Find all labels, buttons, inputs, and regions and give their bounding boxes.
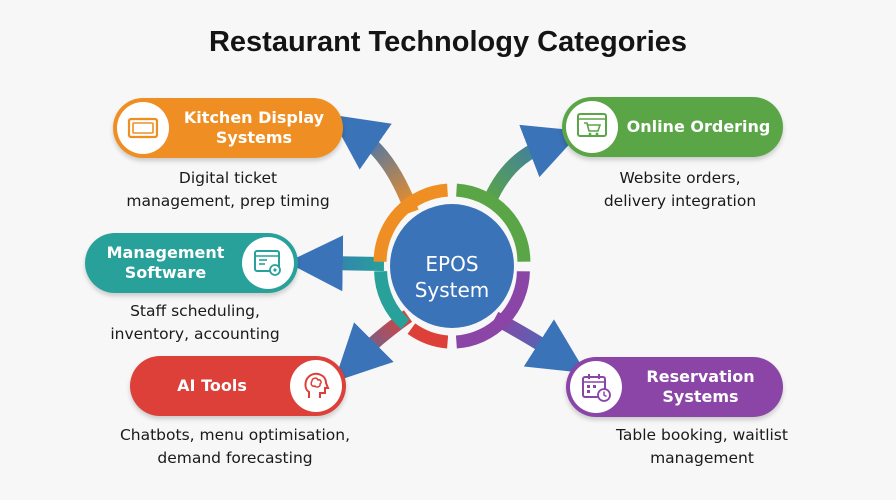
arrow-to-online-ordering [481,124,582,208]
online-ordering-desc-line2: delivery integration [603,192,757,210]
reservation-systems-desc-line2: management [650,449,754,467]
hub-ring-segment-purple [455,270,530,349]
reservation-systems-description: Table booking, waitlist management [582,424,822,470]
online-ordering-label-line1: Online Ordering [626,117,771,136]
reservation-systems-label-line1: Reservation [646,367,755,386]
monitor-icon [127,117,159,139]
hub-label-line2: System [414,278,490,302]
hub-label-line1: EPOS [425,252,479,276]
category-ai-tools: AI Tools [130,356,346,416]
reservation-systems-badge [570,361,622,413]
kitchen-display-description: Digital ticket management, prep timing [103,167,353,213]
hub-ring-segment-teal [374,270,410,330]
hub-ring-segment-green [455,183,531,262]
diagram-title: Restaurant Technology Categories [208,26,688,58]
management-software-description: Staff scheduling, inventory, accounting [75,300,315,346]
management-software-badge [242,237,294,289]
ai-tools-description: Chatbots, menu optimisation, demand forec… [100,424,370,470]
ai-tools-desc-line2: demand forecasting [157,449,313,467]
online-ordering-desc-line1: Website orders, [619,169,741,187]
online-ordering-badge [566,101,618,153]
kitchen-display-desc-line2: management, prep timing [126,192,330,210]
reservation-systems-desc-line1: Table booking, waitlist [616,426,788,444]
online-ordering-description: Website orders, delivery integration [560,167,800,213]
hub-ring-segment-orange [373,183,449,262]
document-settings-icon [254,250,281,276]
ai-tools-badge [290,360,342,412]
arrow-to-management-software [286,235,385,292]
ai-tools-desc-line1: Chatbots, menu optimisation, [119,426,351,444]
reservation-systems-label-line2: Systems [662,387,739,406]
brain-head-icon [304,372,330,398]
management-software-label-line1: Management [106,243,225,262]
kitchen-display-badge [117,102,169,154]
category-online-ordering: Online Ordering [562,97,783,157]
hub-circle [390,204,514,328]
management-software-desc-line2: inventory, accounting [110,325,280,343]
online-ordering-label: Online Ordering [622,97,775,157]
kitchen-display-desc-line1: Digital ticket [178,169,278,187]
shopping-cart-icon [577,113,607,137]
kitchen-display-label-line2: Systems [215,128,293,147]
management-software-desc-line1: Staff scheduling, [130,302,260,320]
ai-tools-label-line1: AI Tools [177,376,247,395]
calendar-clock-icon [582,374,611,402]
ai-tools-label: AI Tools [140,356,284,416]
hub-ring-segment-red [407,323,449,349]
kitchen-display-label-line1: Kitchen Display [183,108,325,127]
management-software-label-line2: Software [124,263,207,282]
